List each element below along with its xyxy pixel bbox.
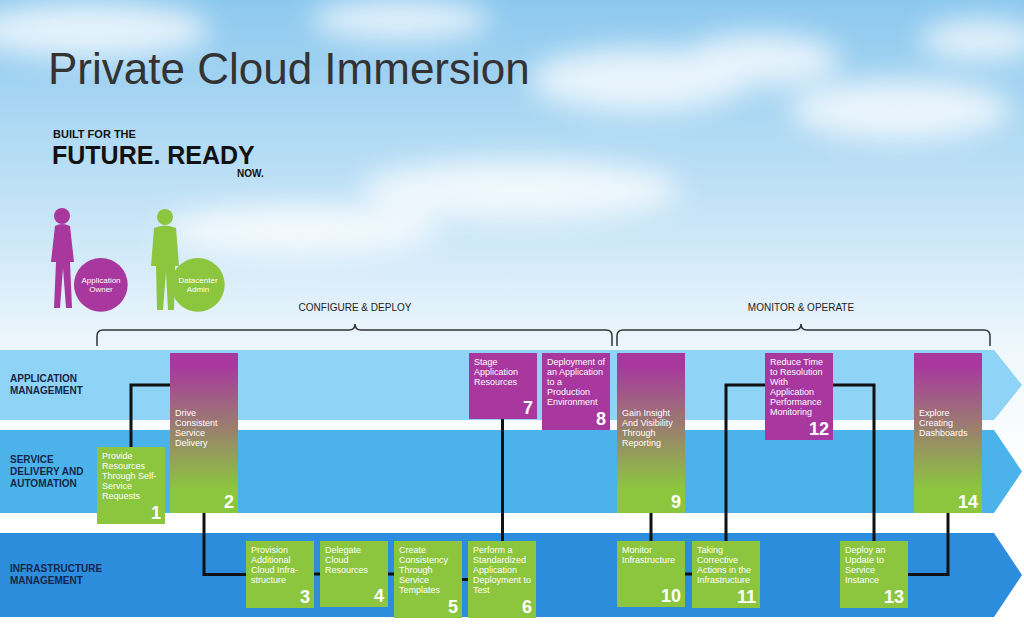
bracket bbox=[617, 324, 990, 346]
callout-number: 3 bbox=[300, 588, 310, 606]
process-box: Delegate Cloud Resources 4 bbox=[320, 541, 388, 607]
page-title: Private Cloud Immersion bbox=[48, 44, 530, 94]
band-fill bbox=[0, 533, 1022, 617]
step-label: Deploy an Update to Service Instance bbox=[845, 545, 904, 585]
connector-line bbox=[685, 573, 692, 576]
circle-fill bbox=[74, 258, 128, 312]
step-label: Stage Application Resources bbox=[474, 357, 533, 387]
callout-number: 10 bbox=[661, 587, 681, 605]
process-box: Deployment of an Application to a Produc… bbox=[542, 353, 610, 430]
step-label: Reduce Time to Resolution With Applicati… bbox=[770, 357, 829, 417]
role-label: Datacenter Admin bbox=[174, 276, 222, 294]
connector-line bbox=[650, 513, 653, 541]
phase-label: CONFIGURE & DEPLOY bbox=[299, 302, 412, 313]
step-label: Drive Consistent Service Delivery bbox=[175, 408, 234, 448]
step-label: Monitor Infrastructure bbox=[622, 545, 681, 565]
process-box: Create Consistency Through Service Templ… bbox=[394, 541, 462, 618]
tagline-text: BUILT FOR THE bbox=[53, 128, 136, 140]
callout-number: 1 bbox=[151, 504, 161, 522]
callout-number: 5 bbox=[448, 598, 458, 616]
lane-label: INFRASTRUCTURE MANAGEMENT bbox=[0, 563, 96, 587]
tagline-text: FUTURE. READY bbox=[52, 141, 255, 170]
lane-label: APPLICATION MANAGEMENT bbox=[0, 373, 96, 397]
role-circle: Application Owner bbox=[74, 258, 128, 312]
process-box: Drive Consistent Service Delivery 2 bbox=[170, 353, 238, 513]
process-box: Deploy an Update to Service Instance 13 bbox=[840, 541, 908, 608]
process-box: Stage Application Resources 7 bbox=[469, 353, 537, 419]
band-fill bbox=[0, 350, 1022, 420]
role-label: Application Owner bbox=[77, 276, 125, 294]
step-label: Gain Insight And Visibility Through Repo… bbox=[622, 408, 681, 448]
callout-number: 11 bbox=[737, 588, 756, 606]
circle-fill bbox=[171, 258, 225, 312]
process-box: Provide Resources Through Self-Service R… bbox=[97, 447, 165, 524]
process-box: Taking Corrective Actions in the Infrast… bbox=[692, 541, 760, 608]
callout-number: 9 bbox=[671, 493, 681, 511]
step-label: Perform a Standardized Application Deplo… bbox=[473, 545, 532, 595]
step-label: Create Consistency Through Service Templ… bbox=[399, 545, 458, 595]
step-label: Explore Creating Dashboards bbox=[919, 408, 978, 438]
process-box: Explore Creating Dashboards 14 bbox=[914, 353, 982, 513]
step-label: Taking Corrective Actions in the Infrast… bbox=[697, 545, 756, 585]
phase-label: MONITOR & OPERATE bbox=[748, 302, 854, 313]
callout-number: 2 bbox=[224, 493, 234, 511]
process-box: Gain Insight And Visibility Through Repo… bbox=[617, 353, 685, 513]
callout-number: 8 bbox=[596, 410, 606, 428]
process-box: Provision Additional Cloud Infra-structu… bbox=[246, 541, 314, 608]
process-box: Monitor Infrastructure 10 bbox=[617, 541, 685, 607]
person-silhouette bbox=[51, 208, 74, 308]
callout-number: 12 bbox=[809, 420, 829, 438]
step-label: Delegate Cloud Resources bbox=[325, 545, 384, 575]
step-label: Deployment of an Application to a Produc… bbox=[547, 357, 606, 407]
role-circle: Datacenter Admin bbox=[171, 258, 225, 312]
connector-line bbox=[501, 419, 504, 541]
process-box: Perform a Standardized Application Deplo… bbox=[468, 541, 536, 618]
callout-number: 7 bbox=[523, 399, 533, 417]
bracket bbox=[97, 324, 612, 346]
callout-number: 14 bbox=[958, 493, 978, 511]
process-box: Reduce Time to Resolution With Applicati… bbox=[765, 353, 833, 440]
callout-number: 4 bbox=[374, 587, 384, 605]
clouds bbox=[0, 0, 1024, 255]
step-label: Provide Resources Through Self-Service R… bbox=[102, 451, 161, 501]
callout-number: 13 bbox=[884, 588, 904, 606]
tagline-text: NOW. bbox=[237, 168, 264, 179]
lane-label: SERVICE DELIVERY AND AUTOMATION bbox=[0, 454, 96, 490]
callout-number: 6 bbox=[522, 598, 532, 616]
step-label: Provision Additional Cloud Infra-structu… bbox=[251, 545, 310, 585]
